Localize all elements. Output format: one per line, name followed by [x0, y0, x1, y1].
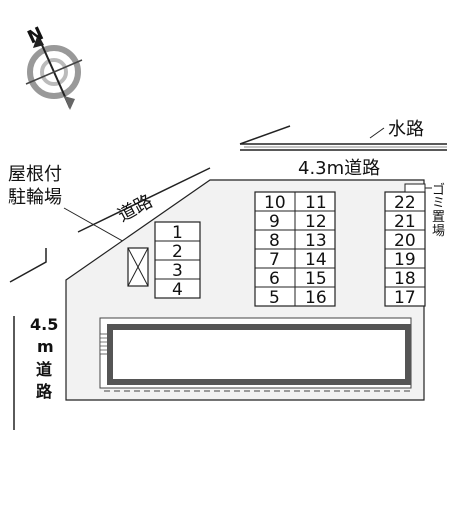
- parking-slot-label: 14: [305, 250, 327, 270]
- parking-slot-label: 22: [394, 193, 416, 213]
- bike-shelter-label-2: 駐輪場: [8, 187, 62, 208]
- parking-slot-label: 18: [394, 269, 416, 289]
- diagonal-road-edge: [77, 167, 211, 233]
- parking-slot-label: 4: [172, 280, 183, 300]
- parking-slot-label: 13: [305, 231, 327, 251]
- parking-block-right: 22 21 20 19 18 17: [384, 191, 426, 308]
- building: [99, 317, 412, 392]
- bike-shelter-label-1: 屋根付: [8, 164, 62, 185]
- bike-shelter: [127, 247, 149, 287]
- road-left-label-3: 道: [36, 360, 52, 379]
- parking-slot-label: 10: [264, 193, 286, 213]
- parking-slot-label: 8: [269, 231, 280, 251]
- parking-slot-label: 19: [394, 250, 416, 270]
- parking-slot-label: 17: [394, 288, 416, 308]
- parking-slot-label: 6: [269, 269, 280, 289]
- garbage-label-2: ミ: [432, 196, 445, 211]
- garbage-label-3: 置: [432, 210, 445, 225]
- compass-rose-icon: N: [24, 23, 83, 110]
- road-top-label: 4.3m道路: [298, 158, 380, 179]
- parking-slot-label: 9: [269, 212, 280, 232]
- parking-slot-label: 20: [394, 231, 416, 251]
- road-left-label-1: 4.5: [30, 315, 58, 334]
- parking-slot-label: 11: [305, 193, 327, 213]
- parking-block-center: 10 9 8 7 6 5 11 12 13 14 15 16: [254, 191, 336, 308]
- parking-slot-label: 15: [305, 269, 327, 289]
- parking-block-small: 1 2 3 4: [154, 221, 201, 300]
- parking-slot-label: 7: [269, 250, 280, 270]
- left-road-corner: [9, 248, 47, 283]
- parking-slot-label: 2: [172, 242, 183, 262]
- road-left-label-4: 路: [36, 382, 53, 401]
- canal: [239, 125, 447, 151]
- parking-slot-label: 5: [269, 288, 280, 308]
- garbage-label-1: ゴ: [432, 182, 445, 198]
- parking-slot-label: 12: [305, 212, 327, 232]
- garbage-label-4: 場: [432, 224, 445, 239]
- canal-label: 水路: [388, 119, 424, 140]
- parking-slot-label: 3: [172, 261, 183, 281]
- parking-slot-label: 16: [305, 288, 327, 308]
- parking-slot-label: 1: [172, 223, 183, 243]
- road-left-label-2: m: [37, 337, 54, 356]
- garbage-area: [404, 183, 426, 193]
- parking-slot-label: 21: [394, 212, 416, 232]
